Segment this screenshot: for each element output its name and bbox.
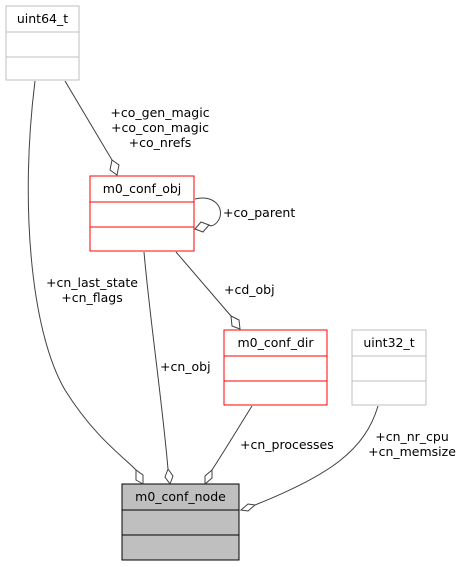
label-co-con-magic: +co_con_magic xyxy=(111,120,209,135)
label-cn-nr-cpu: +cn_nr_cpu xyxy=(375,429,449,444)
open-diamond-icon xyxy=(164,467,174,486)
class-box-uint64-t[interactable]: uint64_t xyxy=(5,5,80,81)
class-name-uint32-t: uint32_t xyxy=(363,335,414,350)
class-name-m0-conf-node: m0_conf_node xyxy=(135,489,226,504)
open-diamond-icon xyxy=(194,221,210,233)
edge-uint32-to-conf-node xyxy=(239,405,379,512)
class-box-m0-conf-node[interactable]: m0_conf_node xyxy=(121,483,240,561)
class-box-m0-conf-obj[interactable]: m0_conf_obj xyxy=(89,175,195,252)
label-cn-processes: +cn_processes xyxy=(240,437,334,452)
edge-uint64-to-conf-node xyxy=(27,80,144,485)
class-box-m0-conf-dir[interactable]: m0_conf_dir xyxy=(223,329,328,406)
open-diamond-icon xyxy=(204,468,213,486)
edge-conf-dir-to-conf-node xyxy=(204,405,253,486)
edge-conf-obj-self-parent xyxy=(194,197,221,233)
label-cn-obj: +cn_obj xyxy=(160,359,211,374)
open-diamond-icon xyxy=(109,159,120,176)
edge-conf-obj-to-conf-node xyxy=(143,251,174,486)
edge-uint64-to-conf-obj xyxy=(64,80,120,176)
class-name-m0-conf-obj: m0_conf_obj xyxy=(103,181,182,196)
label-co-nrefs: +co_nrefs xyxy=(129,135,192,150)
open-diamond-icon xyxy=(135,469,144,485)
label-cd-obj: +cd_obj xyxy=(224,282,275,297)
class-name-m0-conf-dir: m0_conf_dir xyxy=(237,335,314,350)
class-box-uint32-t[interactable]: uint32_t xyxy=(351,329,427,406)
label-cn-flags: +cn_flags xyxy=(61,290,123,305)
label-cn-memsize: +cn_memsize xyxy=(368,444,456,459)
class-name-uint64-t: uint64_t xyxy=(17,11,68,26)
open-diamond-icon xyxy=(239,503,257,512)
label-co-parent: +co_parent xyxy=(223,205,295,220)
label-cn-last-state: +cn_last_state xyxy=(46,275,138,290)
label-co-gen-magic: +co_gen_magic xyxy=(110,105,209,120)
open-diamond-icon xyxy=(230,315,241,330)
edge-conf-obj-to-conf-dir xyxy=(175,251,241,330)
